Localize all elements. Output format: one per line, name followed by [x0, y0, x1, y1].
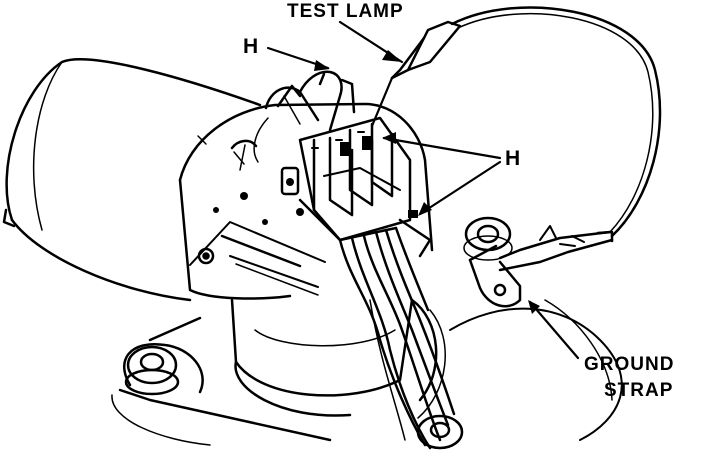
ground-strap-label-line1: GROUND	[584, 354, 675, 375]
leader-arrowheads	[314, 50, 540, 314]
motor-pedestal	[230, 298, 446, 419]
jumper-wires	[253, 70, 356, 163]
h-label-top: H	[243, 35, 260, 58]
mounting-plate	[111, 299, 623, 446]
connector-block	[298, 116, 432, 258]
test-lamp-probe	[370, 20, 462, 128]
alligator-clip	[498, 225, 614, 272]
test-lamp-label: TEST LAMP	[287, 1, 404, 22]
ground-strap	[468, 244, 522, 308]
wire-harness	[338, 226, 456, 450]
motor-body	[2, 58, 262, 302]
ground-strap-label-line2: STRAP	[604, 380, 674, 401]
gearbox-housing	[178, 102, 434, 300]
h-label-right: H	[505, 147, 522, 170]
left-grommet	[124, 345, 180, 396]
test-lamp-lead	[450, 6, 662, 238]
right-grommet	[463, 216, 513, 261]
